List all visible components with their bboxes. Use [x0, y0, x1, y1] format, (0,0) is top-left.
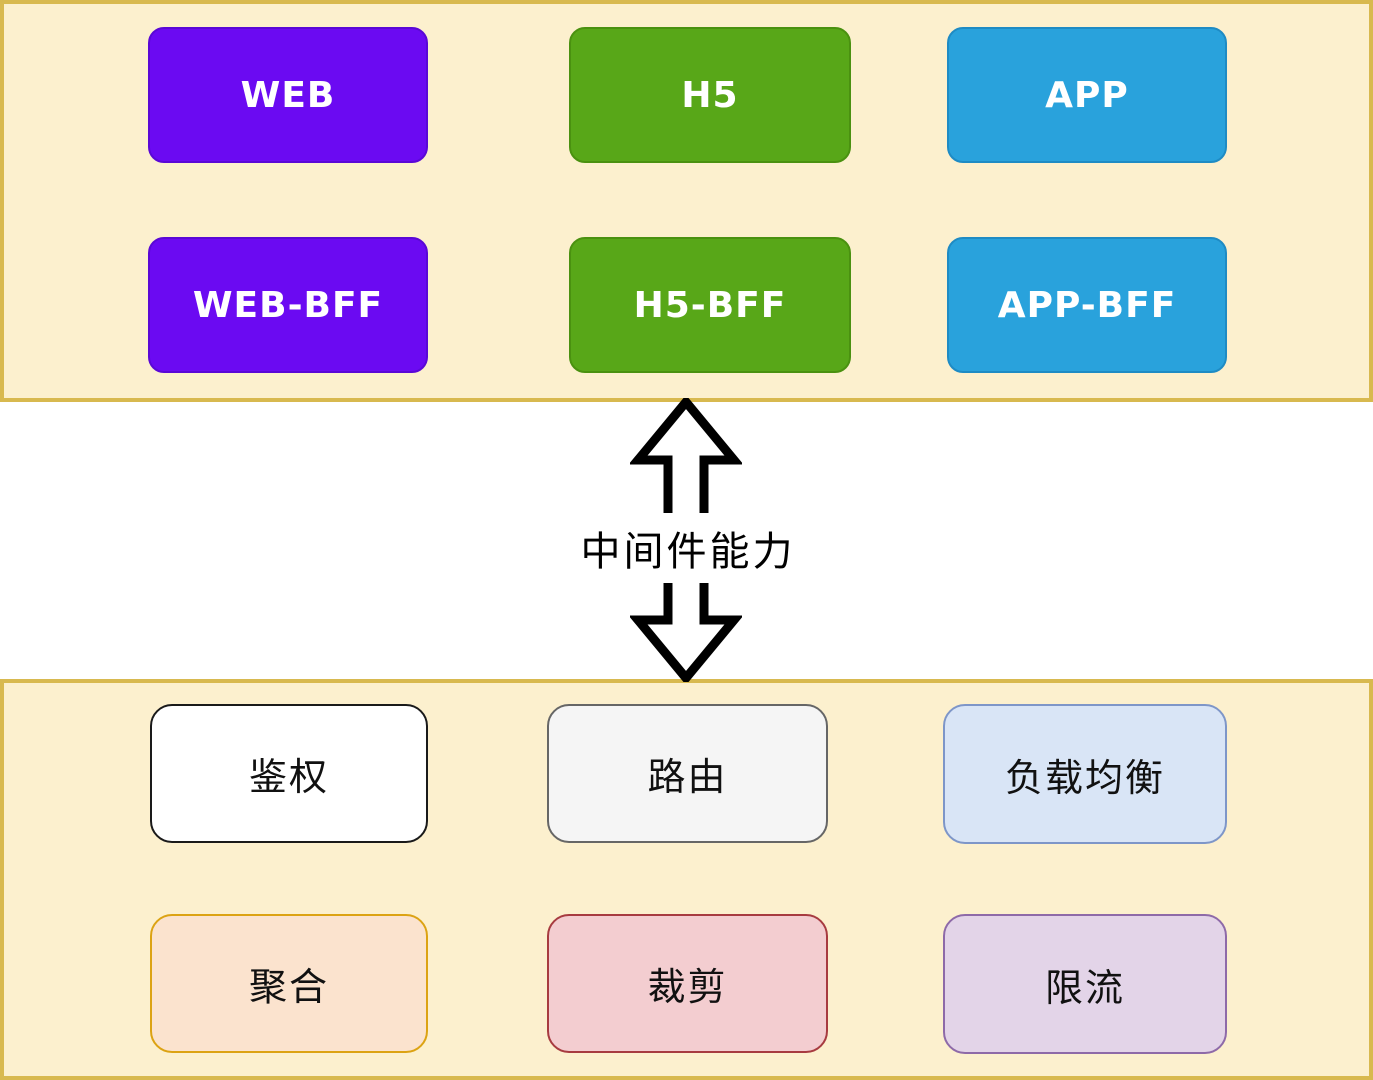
node-app-bff-label: APP-BFF [997, 284, 1177, 326]
node-app-label: APP [1045, 74, 1129, 116]
node-trimming: 裁剪 [547, 914, 828, 1053]
node-routing-label: 路由 [647, 755, 728, 799]
node-h5-label: H5 [681, 74, 739, 116]
node-h5-bff: H5-BFF [569, 237, 851, 373]
node-rate-limit: 限流 [943, 914, 1227, 1054]
node-h5-bff-label: H5-BFF [633, 284, 787, 326]
node-auth: 鉴权 [150, 704, 428, 843]
node-rate-limit-label: 限流 [1044, 965, 1125, 1010]
node-auth-label: 鉴权 [248, 755, 329, 799]
node-web-bff: WEB-BFF [148, 237, 428, 373]
node-trimming-label: 裁剪 [647, 965, 728, 1009]
node-aggregation: 聚合 [150, 914, 428, 1053]
node-web: WEB [148, 27, 428, 163]
node-web-bff-label: WEB-BFF [192, 284, 384, 326]
node-web-label: WEB [240, 74, 336, 116]
node-load-balance-label: 负载均衡 [1004, 755, 1165, 800]
node-app-bff: APP-BFF [947, 237, 1227, 373]
node-h5: H5 [569, 27, 851, 163]
node-routing: 路由 [547, 704, 828, 843]
node-load-balance: 负载均衡 [943, 704, 1227, 844]
connector-label: 中间件能力 [570, 513, 806, 583]
node-app: APP [947, 27, 1227, 163]
node-aggregation-label: 聚合 [248, 965, 329, 1009]
